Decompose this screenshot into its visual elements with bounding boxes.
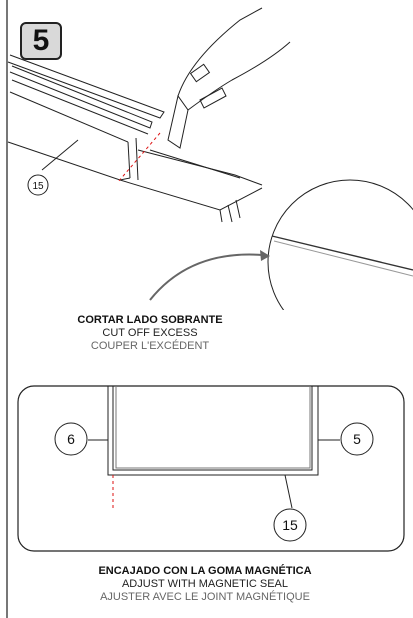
cut-line [117,132,161,183]
door-left-edge [107,386,319,476]
base-flange-bottom [119,179,263,211]
magnify-detail-line [271,235,413,271]
door-inner-left [112,386,313,471]
seal-caption-es: ENCAJADO CON LA GOMA MAGNÉTICA [98,565,312,577]
profile-top-edge [7,54,165,119]
knife-slider [189,63,211,83]
callout-6-label: 6 [67,431,75,447]
pointer-arrowhead [260,250,270,261]
step-number-badge: 5 [20,22,62,60]
callout-6-circle [54,422,88,456]
profile-vertical [127,141,131,179]
base-flange-top [137,149,263,186]
seal-caption-en: ADJUST WITH MAGNETIC SEAL [121,578,289,590]
cut-caption-en: CUT OFF EXCESS [102,327,198,339]
profile-body-top [9,91,129,143]
knife-blade [167,94,189,149]
door-inner-line [115,386,311,469]
pointer-arrow [149,253,263,301]
callout-5-circle [340,422,374,456]
callout-15-bottom-leader [284,474,293,509]
callout-15-bottom-circle [273,508,307,542]
magnify-circle [267,179,413,310]
base-flange-edge [219,209,223,223]
page-frame-line [6,0,8,618]
seal-caption-fr: AJUSTER AVEC LE JOINT MAGNÉTIQUE [100,591,310,603]
base-leg [227,199,241,223]
cut-caption-es: CORTAR LADO SOBRANTE [77,314,223,326]
seal-panel-frame [17,385,405,552]
knife-handle [177,7,291,111]
seal-illustration: 6 5 15 [17,385,405,552]
base-inner [149,149,241,179]
knife-handle-detail [199,87,227,109]
cut-caption-fr: COUPER L'EXCÉDENT [90,340,210,352]
callout-5-label: 5 [353,431,361,447]
cut-profile-illustration: 15 [7,7,413,310]
callout-15-circle [27,174,49,196]
callout-15-label: 15 [32,181,44,192]
magnify-detail-line-2 [273,240,413,277]
callout-15-bottom-label: 15 [282,517,298,533]
step-number: 5 [32,24,50,57]
profile-lip [9,65,153,129]
profile-lip-inner [11,79,149,135]
callout-15-leader [41,139,79,171]
cut-caption: CORTAR LADO SOBRANTE CUT OFF EXCESS COUP… [40,314,260,353]
seal-caption: ENCAJADO CON LA GOMA MAGNÉTICA ADJUST WI… [40,565,370,604]
profile-vertical-2 [135,137,139,181]
